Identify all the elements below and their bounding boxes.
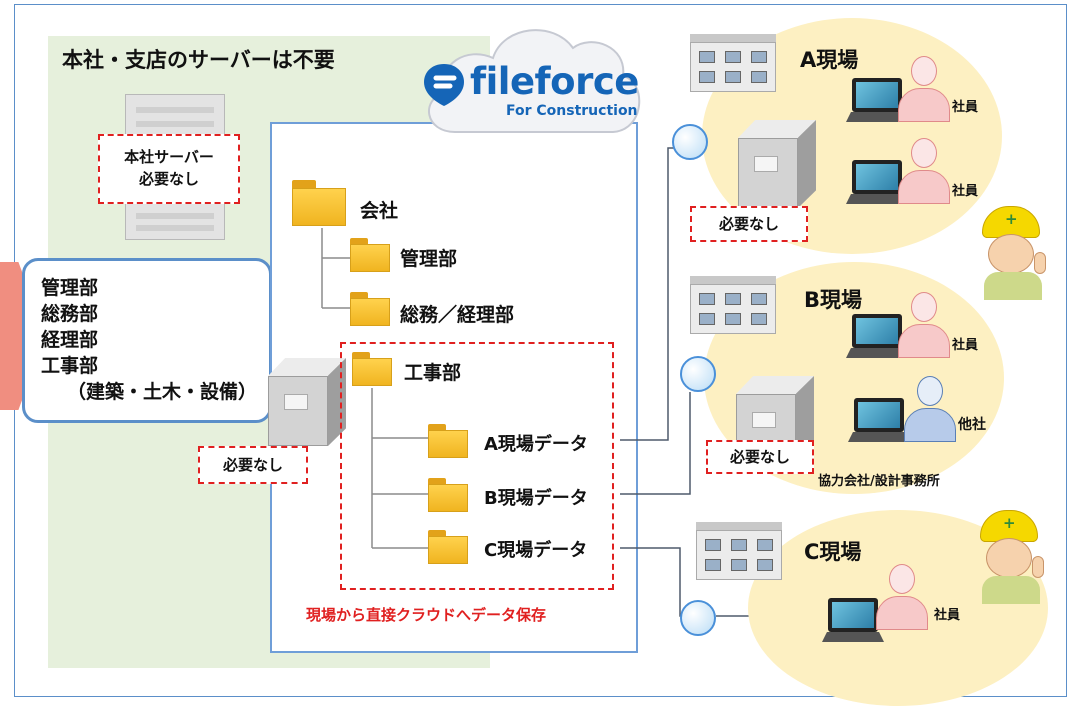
site-b-partner-label: 他社 bbox=[958, 417, 986, 433]
folder-label: 総務／経理部 bbox=[400, 304, 515, 326]
site-a-server-note: 必要なし bbox=[690, 206, 808, 242]
site-data-label-b: B現場データ bbox=[484, 488, 588, 509]
laptop-icon bbox=[848, 398, 910, 446]
globe-icon bbox=[680, 600, 716, 636]
worker-icon: + bbox=[976, 510, 1046, 604]
site-b-title: B現場 bbox=[804, 288, 863, 312]
folder-icon bbox=[428, 478, 468, 512]
site-a-server-icon bbox=[738, 120, 816, 208]
brand-name: fileforce bbox=[470, 60, 639, 103]
hq-server-note: 本社サーバー 必要なし bbox=[98, 134, 240, 204]
worker-icon: + bbox=[978, 206, 1048, 300]
folder-icon bbox=[350, 292, 390, 326]
laptop-icon bbox=[822, 598, 884, 646]
department-list: 管理部 総務部 経理部 工事部 （建築・土木・設備） bbox=[22, 258, 272, 423]
folder-icon bbox=[292, 180, 346, 226]
building-icon bbox=[690, 276, 776, 334]
folder-label: 工事部 bbox=[404, 362, 462, 384]
laptop-icon bbox=[846, 160, 908, 208]
globe-icon bbox=[680, 356, 716, 392]
site-a-staff-label: 社員 bbox=[952, 100, 979, 115]
department-item: 管理部 bbox=[41, 277, 99, 299]
local-server-note: 必要なし bbox=[198, 446, 308, 484]
site-data-label-a: A現場データ bbox=[484, 434, 588, 455]
department-subnote: （建築・土木・設備） bbox=[67, 381, 258, 403]
department-item: 工事部 bbox=[41, 355, 99, 377]
partner-person-icon bbox=[904, 376, 956, 442]
brand-subtitle: For Construction bbox=[506, 103, 638, 119]
hq-title: 本社・支店のサーバーは不要 bbox=[62, 48, 335, 72]
folder-root-label: 会社 bbox=[360, 200, 399, 222]
laptop-icon bbox=[846, 78, 908, 126]
site-c-staff-label: 社員 bbox=[934, 608, 961, 623]
local-server-icon bbox=[268, 358, 346, 446]
folder-icon bbox=[428, 424, 468, 458]
building-icon bbox=[690, 34, 776, 92]
department-item: 総務部 bbox=[41, 303, 99, 325]
site-a-title: A現場 bbox=[800, 48, 859, 72]
hq-server-note-line2: 必要なし bbox=[138, 170, 199, 188]
folder-icon bbox=[428, 530, 468, 564]
site-a-staff-label: 社員 bbox=[952, 184, 979, 199]
person-icon bbox=[876, 564, 928, 630]
globe-icon bbox=[672, 124, 708, 160]
site-b-staff-label: 社員 bbox=[952, 338, 979, 353]
direct-save-note: 現場から直接クラウドへデータ保存 bbox=[306, 606, 547, 624]
fileforce-logo-icon bbox=[424, 64, 464, 106]
department-item: 経理部 bbox=[41, 329, 99, 351]
site-b-partner-caption: 協力会社/設計事務所 bbox=[818, 474, 940, 489]
site-b-server-note: 必要なし bbox=[706, 440, 814, 474]
person-icon bbox=[898, 292, 950, 358]
person-icon bbox=[898, 56, 950, 122]
folder-label: 管理部 bbox=[400, 248, 458, 270]
laptop-icon bbox=[846, 314, 908, 362]
construction-folder-group bbox=[340, 342, 614, 590]
person-icon bbox=[898, 138, 950, 204]
site-c-title: C現場 bbox=[804, 540, 862, 564]
folder-icon bbox=[350, 238, 390, 272]
folder-icon bbox=[352, 352, 392, 386]
hq-server-note-line1: 本社サーバー bbox=[124, 148, 214, 166]
building-icon bbox=[696, 522, 782, 580]
site-data-label-c: C現場データ bbox=[484, 540, 588, 561]
